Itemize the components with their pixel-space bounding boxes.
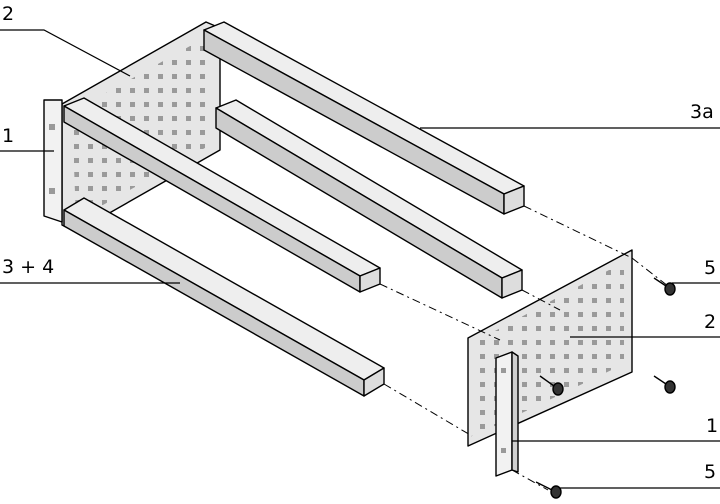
left-side-panel	[61, 21, 221, 233]
label-rails-bottom-left: 3 + 4	[2, 256, 54, 278]
assembly-guide-lines	[379, 205, 669, 491]
rail-middle-rear	[215, 99, 523, 299]
callout-leaders	[0, 29, 720, 489]
rail-bottom-front	[63, 197, 385, 397]
leader-side-panel-top-left	[0, 29, 131, 77]
label-side-panel-top-left: 2	[2, 3, 14, 25]
left-front-panel	[43, 99, 63, 223]
label-screw-bottom-right: 5	[704, 461, 716, 483]
label-front-panel-right: 1	[706, 415, 718, 437]
screw-inner	[539, 375, 564, 396]
label-side-panel-right: 2	[704, 311, 716, 333]
right-front-panel	[495, 351, 519, 477]
label-rail-top-right: 3a	[690, 101, 714, 123]
rail-top-front	[63, 97, 381, 293]
screw-top-right	[653, 277, 676, 296]
rail-top-rear	[203, 21, 525, 215]
screw-middle-right	[653, 375, 676, 394]
screw-bottom-right	[535, 481, 562, 499]
label-front-panel-left: 1	[2, 125, 14, 147]
label-screw-top-right: 5	[704, 257, 716, 279]
